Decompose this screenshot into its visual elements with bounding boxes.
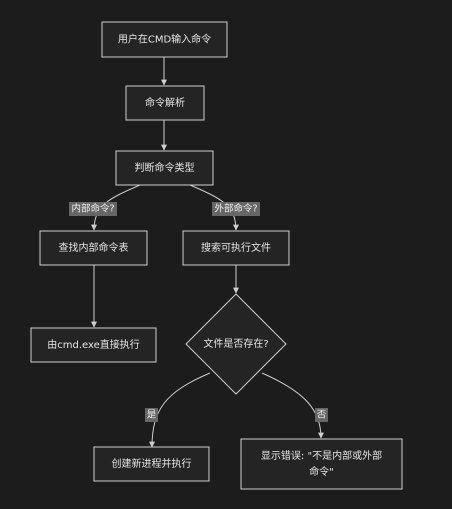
edge-label-external: 外部命令? [212,202,260,216]
node-file-exists: 文件是否存在? [185,293,287,395]
node-error-label-line2: 命令" [309,465,334,478]
node-user-input-label: 用户在CMD输入命令 [118,33,211,46]
edge-label-yes-text: 是 [147,410,157,421]
edge-label-no-text: 否 [317,410,327,421]
edge-label-no: 否 [315,408,328,422]
node-internal-lookup-label: 查找内部命令表 [59,241,129,254]
edge-label-internal-text: 内部命令? [71,203,114,215]
edge-label-internal: 内部命令? [69,202,117,216]
node-create-process: 创建新进程并执行 [93,446,210,482]
node-internal-lookup: 查找内部命令表 [39,230,148,266]
node-exec-by-cmd: 由cmd.exe直接执行 [30,327,157,363]
edge-check-to-create [149,372,211,448]
node-parse: 命令解析 [125,85,205,121]
node-external-search-label: 搜索可执行文件 [201,241,271,254]
node-parse-label: 命令解析 [145,96,185,109]
node-judge-type: 判断命令类型 [115,150,214,186]
edge-label-external-text: 外部命令? [214,203,257,215]
node-judge-type-label: 判断命令类型 [135,161,195,174]
node-exec-by-cmd-label: 由cmd.exe直接执行 [47,338,140,351]
node-external-search: 搜索可执行文件 [182,230,290,266]
node-error: 显示错误: "不是内部或外部 命令" [240,438,403,490]
edge-check-to-error [261,372,324,439]
node-file-exists-label: 文件是否存在? [203,337,268,350]
node-user-input: 用户在CMD输入命令 [101,21,228,58]
node-create-process-label: 创建新进程并执行 [112,457,192,470]
node-error-label-line1: 显示错误: "不是内部或外部 [261,449,382,462]
edge-label-yes: 是 [145,408,158,422]
